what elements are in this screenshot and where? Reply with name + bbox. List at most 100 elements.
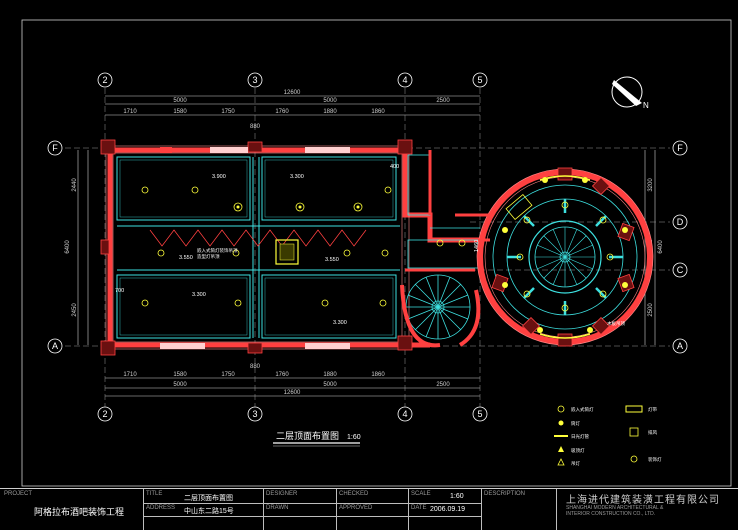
note-label: 木板吊顶 [607,320,625,327]
dim-text: 12600 [284,90,301,96]
light-fixture [157,249,165,257]
light-fixture [599,216,607,224]
decor-light-icon [630,455,638,463]
ceiling-panel [261,274,397,339]
dim-text: 2500 [436,98,450,104]
ceiling-panel [119,159,248,218]
ceiling-panel [261,156,397,221]
grid-label: 2 [102,75,107,85]
spot-light-icon [557,405,565,413]
dim-text: 1580 [173,109,187,115]
legend: 嵌入式筒灯 筒灯 日光灯管 吸顶灯 吊灯 灯带 排风 装饰灯 [554,405,662,467]
dim-text: 2500 [436,382,450,388]
legend-item: 嵌入式筒灯 [557,405,594,413]
round-tower [476,167,654,347]
walls-outline [105,145,410,350]
grid-bubble-2-bottom [97,406,113,422]
light-fixture [321,299,329,307]
grid-bubble-C-right [672,262,688,278]
grid-label: 3 [252,409,257,419]
legend-item: 日光灯管 [554,433,589,440]
ceiling-panel [119,277,248,336]
zigzag-truss [149,229,367,247]
dim-text: 1580 [173,372,187,378]
light-fixture [606,253,614,261]
dim-text: 1710 [123,372,137,378]
grid-bubble-A-left [47,338,63,354]
spiral-stair [405,274,471,340]
level-labels: 3.900 3.300 3.550 3.550 3.300 3.300 400 … [115,164,480,326]
legend-item: 筒灯 [558,420,580,427]
dim-text: 2440 [72,178,78,192]
dim-text: 6400 [65,240,71,254]
note-labels: 嵌入式筒灯装饰吊顶 造型灯吊顶 木板吊顶 [197,247,625,327]
grid-label: 2 [102,409,107,419]
grid-bubble-3-top [247,72,263,88]
level-label: 3.300 [290,174,304,180]
legend-item: 吊灯 [557,458,580,467]
corridor-walls [405,150,475,272]
dim-text: 2500 [648,303,654,317]
svg-text:灯带: 灯带 [648,406,657,413]
drawing-frame [21,19,732,487]
light-fixture [353,202,363,212]
dim-text: 1750 [221,109,235,115]
light-fixture [232,249,240,257]
approved-label: APPROVED [339,505,373,511]
light-fixture [523,290,531,298]
stair-wall [400,284,481,348]
grid-axes [65,88,670,408]
designer-label: DESIGNER [266,491,298,497]
center-lamp-box [275,239,299,265]
corridor [407,154,480,269]
light-fixture [379,299,387,307]
svg-text:日光灯管: 日光灯管 [571,433,589,440]
legend-item: 吸顶灯 [558,446,585,454]
light-fixture [384,186,392,194]
title-block: PROJECT 阿格拉布酒吧装饰工程 TITLE 二层顶面布置图 ADDRESS… [0,488,738,530]
dim-text: 12600 [284,390,301,396]
grid-label: 5 [477,409,482,419]
address-label: ADDRESS [146,505,176,511]
dim-text: 1760 [275,109,289,115]
svg-text:排风: 排风 [648,429,657,436]
dimension-texts: 12600 5000 5000 2500 1710 1580 1750 1760… [123,90,450,396]
dim-text: 880 [250,364,261,370]
scale-label: SCALE [411,491,431,497]
ceiling-panel [116,274,251,339]
grid-bubble-2-top [97,72,113,88]
small-dim: 700 [115,288,124,294]
description-label: DESCRIPTION [484,491,526,497]
date-value: 2006.09.19 [430,506,466,513]
dim-text: 5000 [173,98,187,104]
dim-text: 1880 [323,109,337,115]
legend-item: 排风 [629,427,657,437]
dim-text: 5000 [323,98,337,104]
down-light-icon [558,420,564,426]
dim-text: 6400 [658,240,664,254]
dim-text: 880 [250,124,261,130]
light-fixture [561,201,569,209]
vent-icon [629,427,639,437]
title-value: 二层顶面布置图 [184,495,233,502]
level-label: 3.900 [212,174,226,180]
level-label: 3.550 [179,255,193,261]
note-label: 造型灯吊顶 [197,253,220,260]
ceiling-panel [116,156,251,221]
level-label: 3.300 [333,320,347,326]
company-en-line-2: INTERIOR CONSTRUCTION CO., LTD. [566,511,656,517]
company-name-en: SHANGHAI MODERN ARCHITECTURAL & INTERIOR… [566,505,663,517]
dim-text: 1880 [323,372,337,378]
light-fixture [599,290,607,298]
level-label: 3.300 [192,292,206,298]
project-value: 阿格拉布酒吧装饰工程 [34,507,125,517]
tower-stair-block [505,194,533,220]
doors [160,147,350,349]
ceiling-panel [264,277,394,336]
grid-label: F [677,143,683,153]
light-fixture [516,253,524,261]
lamp-icon [557,458,565,466]
grid-label: A [52,341,58,351]
grid-bubble-A-right [672,338,688,354]
